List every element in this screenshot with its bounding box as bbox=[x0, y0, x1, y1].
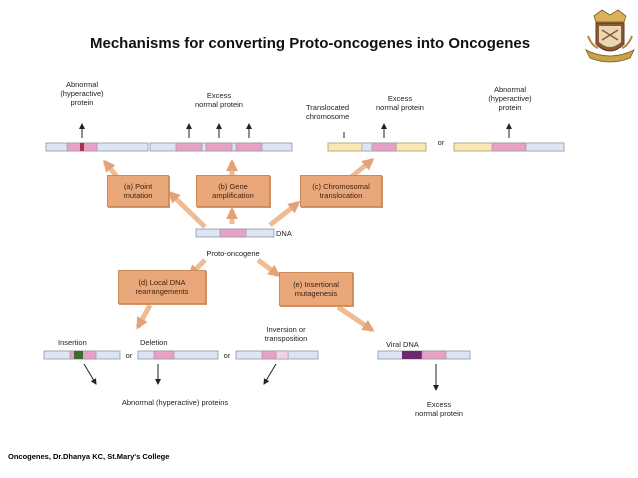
label-excess-protein-right: Excess normal protein bbox=[376, 94, 424, 112]
dna-bar-deletion bbox=[137, 350, 219, 360]
mechanism-point-mutation-label: (a) Point mutation bbox=[123, 182, 153, 200]
mechanism-insertional-mutagenesis: (e) Insertional mutagenesis bbox=[279, 272, 353, 306]
label-abnormal-protein-right: Abnormal (hyperactive) protein bbox=[488, 85, 532, 112]
big-arrow-a bbox=[167, 190, 207, 229]
label-excess-protein-bottom: Excess normal protein bbox=[415, 400, 463, 418]
label-proto-oncogene: Proto-oncogene bbox=[206, 249, 260, 258]
label-or-bottom-1: or bbox=[125, 351, 133, 360]
mechanism-gene-amplification: (b) Gene amplification bbox=[196, 175, 270, 207]
small-arrows-bottom bbox=[83, 363, 439, 391]
mechanism-point-mutation: (a) Point mutation bbox=[107, 175, 169, 207]
label-viral-dna: Viral DNA bbox=[386, 340, 419, 349]
label-dna: DNA bbox=[276, 229, 292, 238]
dna-bar-translocation-2 bbox=[453, 142, 565, 152]
page-title: Mechanisms for converting Proto-oncogene… bbox=[90, 35, 531, 52]
big-arrow-d-down bbox=[135, 303, 153, 330]
mechanism-local-dna-rearrangements: (d) Local DNA rearrangements bbox=[118, 270, 206, 304]
college-crest-logo bbox=[585, 9, 635, 63]
dna-bar-insertion bbox=[43, 350, 121, 360]
label-or-bottom-2: or bbox=[223, 351, 231, 360]
label-translocated-chromosome: Translocated chromosome bbox=[306, 103, 350, 121]
big-arrow-c bbox=[268, 201, 301, 227]
dna-bar-viral bbox=[377, 350, 471, 360]
small-arrows-top bbox=[79, 123, 512, 138]
slide-footer: Oncogenes, Dr.Dhanya KC, St.Mary's Colle… bbox=[8, 452, 170, 461]
mechanism-chromosomal-translocation: (c) Chromosomal translocation bbox=[300, 175, 382, 207]
label-excess-protein-center: Excess normal protein bbox=[195, 91, 243, 109]
big-arrow-e bbox=[256, 258, 281, 277]
label-insertion: Insertion bbox=[58, 338, 87, 347]
label-deletion: Deletion bbox=[140, 338, 168, 347]
label-or-top: or bbox=[437, 138, 445, 147]
mechanism-insertional-mutagenesis-label: (e) Insertional mutagenesis bbox=[293, 280, 339, 298]
mechanism-local-dna-rearrangements-label: (d) Local DNA rearrangements bbox=[135, 278, 189, 296]
mechanism-gene-amplification-label: (b) Gene amplification bbox=[212, 182, 254, 200]
label-abnormal-proteins-bottom: Abnormal (hyperactive) proteins bbox=[121, 398, 229, 407]
dna-bar-amplification bbox=[149, 142, 293, 152]
dna-bar-translocation-1 bbox=[327, 142, 427, 152]
proto-oncogene-dna bbox=[195, 228, 275, 238]
dna-bar-point-mutation bbox=[45, 142, 149, 152]
mechanism-chromosomal-translocation-label: (c) Chromosomal translocation bbox=[312, 182, 370, 200]
label-inversion-transposition: Inversion or transposition bbox=[264, 325, 308, 343]
dna-bar-inversion bbox=[235, 350, 319, 360]
label-abnormal-protein-left: Abnormal (hyperactive) protein bbox=[60, 80, 104, 107]
big-arrow-e-down bbox=[336, 304, 375, 333]
